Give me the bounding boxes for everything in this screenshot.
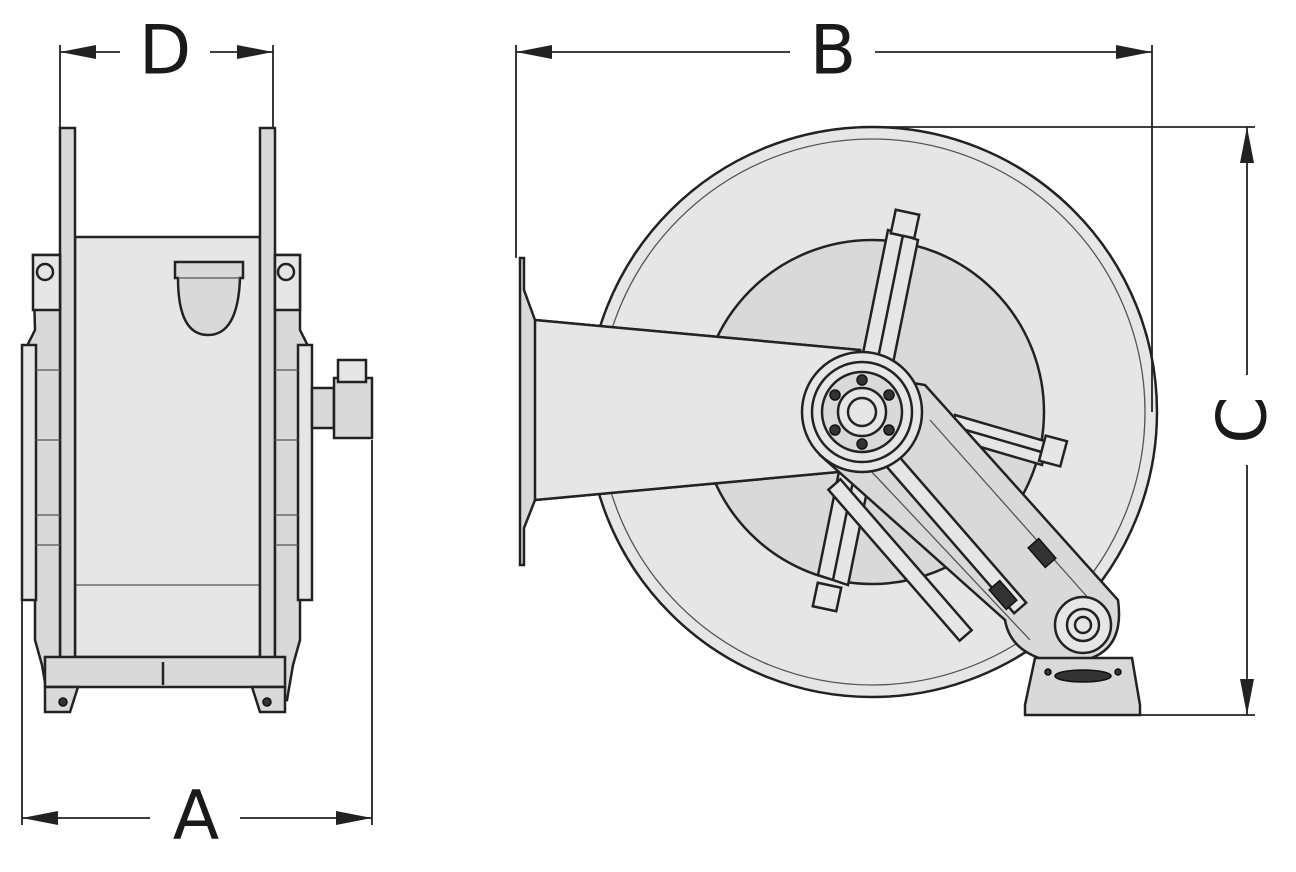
side-view-base <box>43 655 287 689</box>
dimension-label-a: A <box>173 777 220 856</box>
dimension-label-b: B <box>810 12 857 91</box>
side-view-hose-guide <box>173 260 245 337</box>
dimension-d: D <box>59 12 274 128</box>
front-view <box>518 125 1159 717</box>
dimension-c: C <box>872 126 1283 716</box>
front-view-arm-pivot <box>1053 595 1113 655</box>
dimension-label-c: C <box>1204 396 1283 443</box>
side-view-right-flange <box>258 126 277 675</box>
dimension-a: A <box>21 440 373 856</box>
side-view-left-flange <box>58 126 77 675</box>
front-view-base-foot <box>1023 656 1142 717</box>
side-view <box>20 126 374 714</box>
dimension-label-d: D <box>139 12 191 91</box>
dimension-b: B <box>515 12 1153 412</box>
front-view-hub <box>800 350 924 474</box>
side-view-inlet-swivel <box>310 386 336 430</box>
